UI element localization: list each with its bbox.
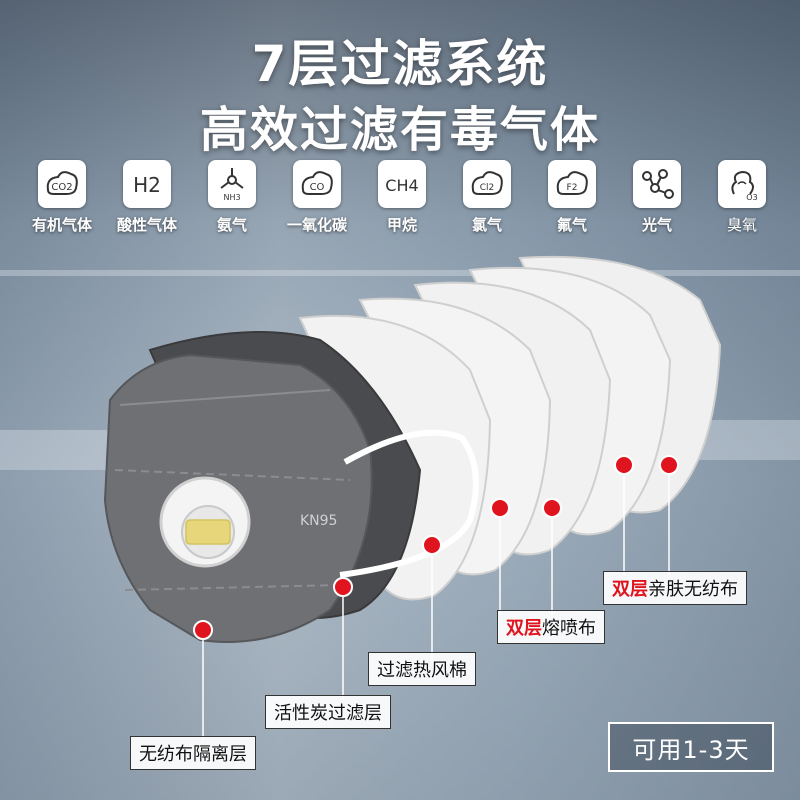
marker-dot — [490, 498, 510, 518]
gas-item: CO2 有机气体 — [22, 160, 102, 235]
gas-label: 酸性气体 — [116, 216, 177, 234]
layer-label-highlight: 双层 — [506, 618, 542, 639]
marker-dot — [193, 620, 213, 640]
gas-symbol: NH3 — [223, 193, 240, 202]
gas-item: Cl2 氯气 — [447, 160, 527, 235]
gas-label: 甲烷 — [386, 216, 417, 234]
f2-cloud-icon: F2 — [548, 160, 596, 208]
mask-fold — [124, 584, 341, 591]
layer-label-text: 亲肤无纺布 — [648, 579, 738, 600]
layer-label-meltblown: 双层熔喷布 — [497, 610, 605, 644]
gas-symbol: H2 — [133, 173, 161, 197]
o3-smoke-icon: O3 — [718, 160, 766, 208]
gas-item: CH4 甲烷 — [362, 160, 442, 235]
gas-symbol: CO — [310, 182, 325, 193]
mask-print: KN95 — [300, 513, 337, 529]
ammonia-molecule-icon: NH3 — [208, 160, 256, 208]
gas-label: 氟气 — [556, 216, 587, 234]
gas-label: 有机气体 — [31, 216, 92, 234]
gas-item: F2 氟气 — [532, 160, 612, 235]
headline-line2: 高效过滤有毒气体 — [199, 102, 600, 158]
co-icon: CO — [293, 160, 341, 208]
ear-strap — [339, 429, 479, 578]
gas-item: O3 臭氧 — [702, 160, 782, 235]
usage-duration-badge: 可用1-3天 — [608, 722, 774, 772]
gas-item: 光气 — [617, 160, 697, 235]
layer-label-nonwoven-isolation: 无纺布隔离层 — [130, 736, 256, 770]
leader-lines — [202, 475, 670, 740]
marker-dot — [422, 535, 442, 555]
gas-symbol: F2 — [567, 183, 578, 193]
cl2-cloud-icon: Cl2 — [463, 160, 511, 208]
marker-dot — [659, 455, 679, 475]
ch4-icon: CH4 — [378, 160, 426, 208]
co2-icon: CO2 — [38, 160, 86, 208]
mask-fold — [114, 469, 351, 481]
layer-label-text: 无纺布隔离层 — [139, 744, 247, 765]
gas-item: CO 一氧化碳 — [277, 160, 357, 235]
gas-label: 一氧化碳 — [286, 216, 347, 234]
gas-label: 氯气 — [471, 216, 502, 234]
gas-symbol: O3 — [746, 193, 757, 202]
mask-fold — [119, 389, 331, 406]
molecule-icon — [633, 160, 681, 208]
background-cabinet — [0, 430, 120, 470]
marker-dot — [333, 577, 353, 597]
gas-item: NH3 氨气 — [192, 160, 272, 235]
gas-label: 臭氧 — [726, 216, 757, 234]
gas-symbol: CH4 — [385, 176, 418, 195]
gas-icon-row: CO2 有机气体 H2 酸性气体 NH3 氨气 CO 一氧化碳 CH4 甲烷 C… — [22, 160, 782, 235]
layer-label-text: 活性炭过滤层 — [274, 703, 382, 724]
headline-line1: 7层过滤系统 — [251, 35, 549, 93]
h2-icon: H2 — [123, 160, 171, 208]
marker-dot — [542, 498, 562, 518]
gas-symbol: CO2 — [51, 182, 72, 193]
layer-label-text: 熔喷布 — [542, 618, 596, 639]
gas-item: H2 酸性气体 — [107, 160, 187, 235]
layer-label-activated-carbon: 活性炭过滤层 — [265, 695, 391, 729]
marker-dot — [614, 455, 634, 475]
layer-label-highlight: 双层 — [612, 579, 648, 600]
layer-markers — [193, 455, 679, 640]
gas-symbol: Cl2 — [480, 183, 495, 193]
layer-label-skin-friendly: 双层亲肤无纺布 — [603, 571, 747, 605]
layer-label-hot-air-cotton: 过滤热风棉 — [368, 652, 476, 686]
layer-label-text: 过滤热风棉 — [377, 660, 467, 681]
background-shelf — [0, 270, 800, 276]
gas-label: 光气 — [641, 216, 672, 234]
gas-label: 氨气 — [216, 216, 247, 234]
